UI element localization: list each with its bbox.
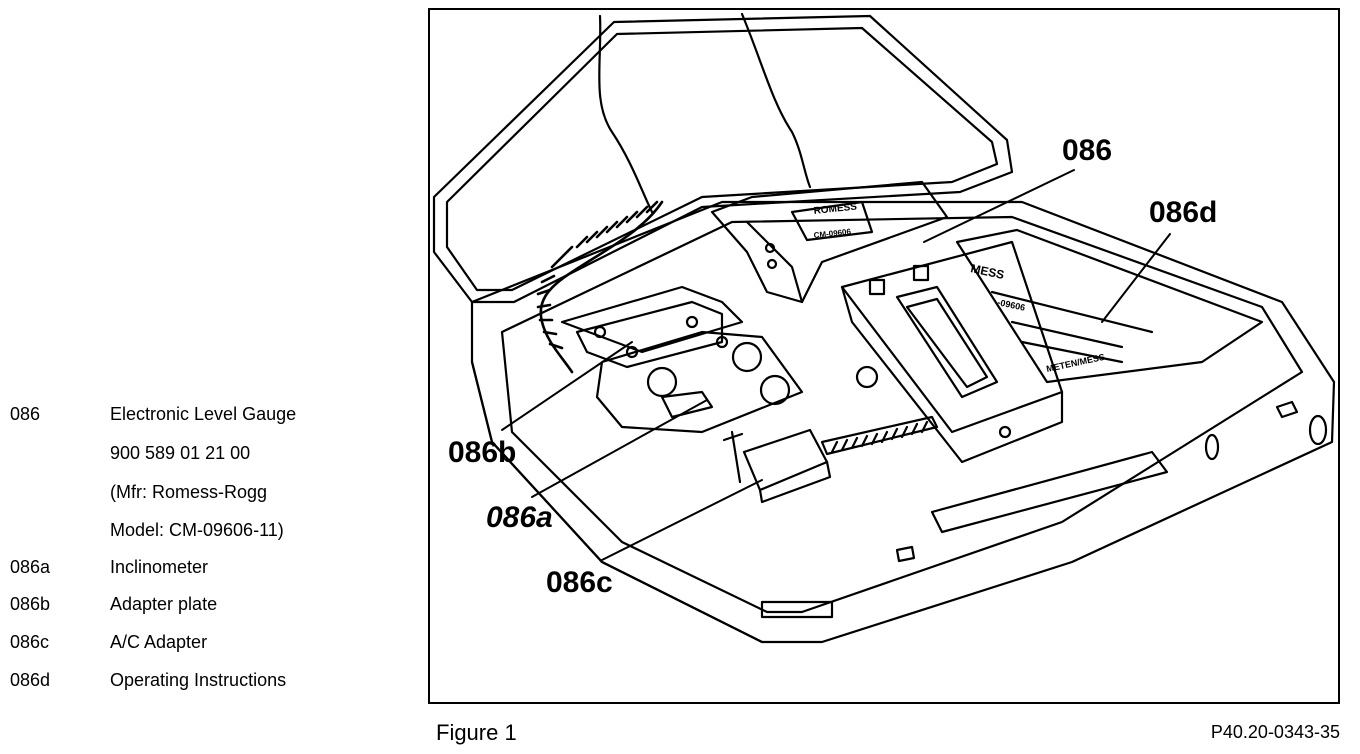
callout-086: 086 [1062, 134, 1112, 167]
device-label-model: CM-09606 [813, 227, 852, 240]
callout-086b: 086b [448, 436, 516, 469]
legend-desc: Inclinometer [110, 557, 209, 577]
legend-desc: Operating Instructions [110, 670, 287, 690]
inclinometer-unit [710, 180, 949, 304]
ac-adapter [722, 428, 832, 504]
legend-code: 086b [10, 594, 51, 614]
legend-code: 086c [10, 632, 50, 652]
case-lid [432, 12, 1014, 304]
legend-code: 086d [10, 670, 51, 690]
legend-desc: (Mfr: Romess-Rogg [110, 482, 268, 502]
legend-desc: Electronic Level Gauge [110, 404, 297, 424]
device-label-romess: ROMESS [813, 201, 858, 217]
callout-086c: 086c [546, 566, 613, 599]
legend-code: 086a [10, 557, 51, 577]
equipment-case-illustration: ROMESS CM-09606 MESS -09606 METEN/MESS 0… [432, 12, 1336, 644]
case-base [470, 200, 1336, 644]
case-hinge [820, 365, 939, 456]
figure-reference-number: P40.20-0343-35 [1210, 722, 1340, 742]
figure-caption: Figure 1 [436, 720, 517, 745]
device-label-meten: METEN/MESS [1045, 352, 1105, 374]
callout-086a: 086a [486, 501, 553, 534]
figure-frame: ROMESS CM-09606 MESS -09606 METEN/MESS 0… [428, 8, 1340, 704]
legend-code: 086 [10, 404, 41, 424]
callout-labels: 086 086d 086b 086a 086c [448, 134, 1217, 599]
operating-instructions-booklet [955, 228, 1264, 384]
device-label-mess: MESS [969, 261, 1005, 282]
callout-086d: 086d [1149, 196, 1217, 229]
coiled-cable [536, 200, 664, 374]
electronic-level-gauge [840, 240, 1064, 464]
device-markings: ROMESS CM-09606 MESS -09606 METEN/MESS [813, 201, 1105, 373]
legend-desc: A/C Adapter [110, 632, 208, 652]
callout-leader-lines [501, 169, 1171, 561]
legend-desc: Adapter plate [110, 594, 218, 614]
legend-desc: 900 589 01 21 00 [110, 443, 251, 463]
legend-desc: Model: CM-09606-11) [110, 520, 284, 540]
adapter-plate-tray [560, 285, 804, 434]
